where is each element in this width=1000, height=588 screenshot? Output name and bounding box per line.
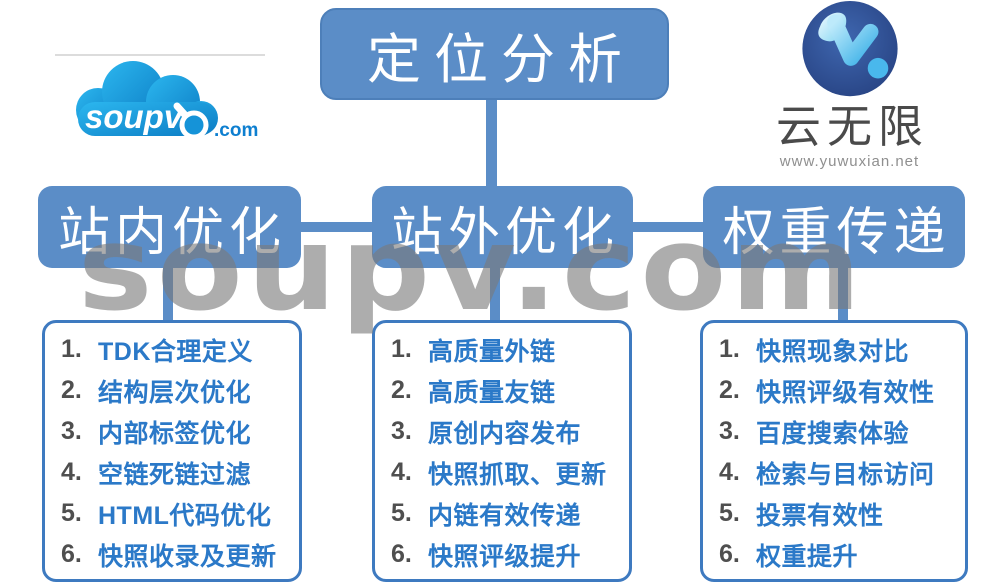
- yunwuxian-logo: 云无限 www.yuwuxian.net: [762, 0, 937, 170]
- item-text: 权重提升: [756, 542, 859, 571]
- item-text: 高质量外链: [428, 337, 556, 366]
- list-item: 1. 快照现象对比: [719, 329, 965, 370]
- item-text: 内链有效传递: [428, 501, 582, 530]
- item-text: 百度搜索体验: [756, 419, 910, 448]
- list-item: 2. 快照评级有效性: [719, 370, 965, 411]
- connector-offsite-list: [490, 266, 500, 324]
- list-item: 2. 高质量友链: [391, 370, 629, 411]
- list-item: 3. 百度搜索体验: [719, 411, 965, 452]
- branch-node-weight: 权重传递: [703, 186, 965, 268]
- item-text: 快照抓取、更新: [428, 460, 607, 489]
- branch-onsite-label: 站内优化: [57, 203, 286, 262]
- item-number: 1.: [719, 335, 740, 363]
- yunwuxian-globe-icon: [801, 1, 898, 97]
- item-number: 1.: [391, 335, 412, 363]
- list-item: 6. 快照评级提升: [391, 534, 629, 575]
- item-number: 4.: [391, 458, 412, 486]
- list-item: 3. 内部标签优化: [61, 411, 299, 452]
- connector-offsite-weight: [631, 222, 705, 232]
- item-number: 4.: [719, 458, 740, 486]
- item-number: 6.: [61, 540, 82, 568]
- item-text: HTML代码优化: [98, 501, 272, 530]
- item-number: 5.: [719, 499, 740, 527]
- magnifier-icon: [173, 102, 209, 140]
- list-item: 5. HTML代码优化: [61, 493, 299, 534]
- item-text: 快照评级提升: [428, 542, 582, 571]
- item-number: 4.: [61, 458, 82, 486]
- item-number: 5.: [61, 499, 82, 527]
- list-item: 4. 检索与目标访问: [719, 452, 965, 493]
- item-text: 投票有效性: [756, 501, 884, 530]
- item-text: 快照评级有效性: [756, 378, 935, 407]
- item-text: TDK合理定义: [98, 337, 253, 366]
- branch-node-onsite: 站内优化: [38, 186, 301, 268]
- connector-root-to-offsite: [486, 94, 497, 190]
- item-number: 2.: [719, 376, 740, 404]
- item-number: 5.: [391, 499, 412, 527]
- list-item: 3. 原创内容发布: [391, 411, 629, 452]
- item-number: 2.: [391, 376, 412, 404]
- soupv-logo-text: soupv: [85, 98, 184, 135]
- list-item: 5. 内链有效传递: [391, 493, 629, 534]
- item-number: 3.: [61, 417, 82, 445]
- item-text: 结构层次优化: [98, 378, 252, 407]
- list-item: 4. 快照抓取、更新: [391, 452, 629, 493]
- item-text: 原创内容发布: [428, 419, 582, 448]
- item-text: 高质量友链: [428, 378, 556, 407]
- branch-weight-label: 权重传递: [722, 203, 951, 262]
- list-item: 5. 投票有效性: [719, 493, 965, 534]
- item-number: 6.: [391, 540, 412, 568]
- connector-onsite-offsite: [299, 222, 375, 232]
- soupv-logo-tld: .com: [214, 120, 258, 141]
- connector-onsite-list: [163, 266, 173, 324]
- logo-divider-line: [55, 54, 265, 56]
- yunwuxian-logo-text: 云无限: [775, 101, 929, 152]
- soupv-cloud-icon: soupv .com: [76, 61, 258, 141]
- item-number: 6.: [719, 540, 740, 568]
- branch-offsite-label: 站外优化: [390, 203, 619, 262]
- branch-node-offsite: 站外优化: [372, 186, 633, 268]
- onsite-list-box: 1. TDK合理定义 2. 结构层次优化 3. 内部标签优化 4. 空链死链过滤…: [42, 320, 302, 582]
- weight-list-box: 1. 快照现象对比 2. 快照评级有效性 3. 百度搜索体验 4. 检索与目标访…: [700, 320, 968, 582]
- list-item: 6. 权重提升: [719, 534, 965, 575]
- item-number: 3.: [391, 417, 412, 445]
- list-item: 1. 高质量外链: [391, 329, 629, 370]
- item-number: 1.: [61, 335, 82, 363]
- item-number: 2.: [61, 376, 82, 404]
- soupv-logo: soupv .com: [52, 48, 277, 148]
- list-item: 2. 结构层次优化: [61, 370, 299, 411]
- list-item: 4. 空链死链过滤: [61, 452, 299, 493]
- connector-weight-list: [838, 266, 848, 324]
- offsite-list-box: 1. 高质量外链 2. 高质量友链 3. 原创内容发布 4. 快照抓取、更新 5…: [372, 320, 632, 582]
- item-number: 3.: [719, 417, 740, 445]
- root-node: 定位分析: [320, 8, 669, 100]
- item-text: 内部标签优化: [98, 419, 252, 448]
- item-text: 快照现象对比: [756, 337, 910, 366]
- item-text: 空链死链过滤: [98, 460, 252, 489]
- yunwuxian-logo-url: www.yuwuxian.net: [779, 153, 920, 170]
- item-text: 快照收录及更新: [98, 542, 277, 571]
- root-node-label: 定位分析: [367, 29, 635, 90]
- item-text: 检索与目标访问: [756, 460, 935, 489]
- list-item: 6. 快照收录及更新: [61, 534, 299, 575]
- list-item: 1. TDK合理定义: [61, 329, 299, 370]
